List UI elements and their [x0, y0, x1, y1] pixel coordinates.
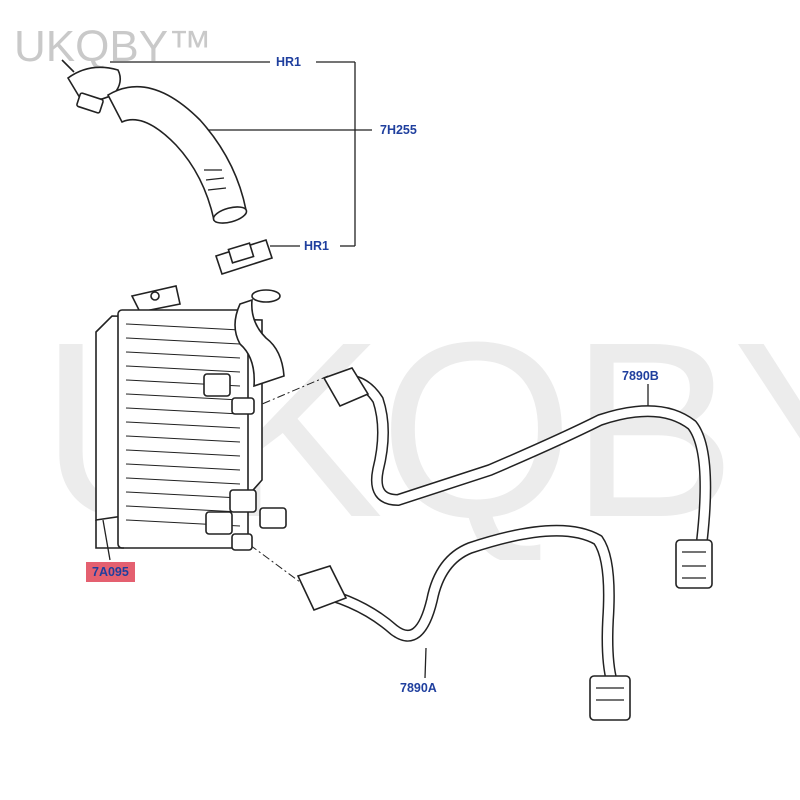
callout-cooler-7a095: 7A095 — [86, 562, 135, 582]
callout-hr1-bottom: HR1 — [304, 239, 330, 253]
hose-clamp-top — [61, 59, 122, 114]
hose-clamp-bottom — [214, 238, 274, 276]
callout-line-7890b: 7890B — [622, 369, 659, 383]
callout-hose-7h255: 7H255 — [380, 123, 417, 137]
oil-cooler — [95, 285, 287, 551]
cooler-line-b — [322, 367, 713, 589]
assembly-lines — [247, 375, 329, 583]
coolant-hose — [106, 85, 248, 224]
callout-line-7890a: 7890A — [400, 681, 437, 695]
cooler-line-a — [296, 524, 631, 721]
callout-hr1-top: HR1 — [276, 55, 302, 69]
watermark-small: UKQBY™ — [14, 22, 213, 71]
